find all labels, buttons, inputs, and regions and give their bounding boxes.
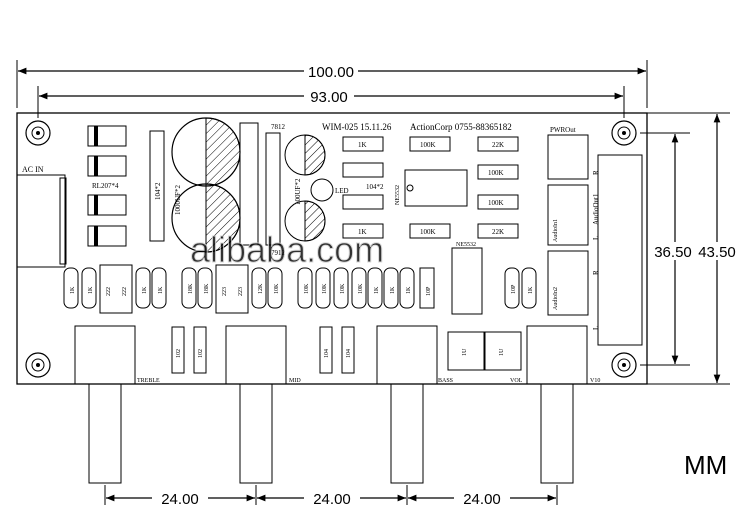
knob-spacing-1-label: 24.00	[161, 491, 199, 508]
ic-ne5532-bottom: NE5532	[451, 242, 483, 315]
svg-text:LED: LED	[335, 187, 349, 195]
svg-text:1K: 1K	[406, 286, 412, 294]
svg-text:1K: 1K	[358, 228, 367, 236]
svg-text:VOL: VOL	[510, 378, 523, 384]
svg-text:L: L	[592, 326, 600, 330]
dimension-knob-spacing: 24.00 24.00 24.00	[104, 485, 558, 508]
svg-text:NE5532: NE5532	[456, 242, 476, 248]
board-model: WIM-025 15.11.26	[322, 122, 392, 132]
knob-spacing-3-label: 24.00	[463, 491, 501, 508]
svg-text:100K: 100K	[488, 199, 504, 207]
svg-text:R: R	[592, 170, 600, 175]
ic-ne5532-top: NE5532	[395, 169, 468, 207]
svg-text:222: 222	[122, 287, 128, 296]
svg-text:1K: 1K	[88, 286, 94, 294]
dimension-height-total: 43.50	[640, 112, 739, 385]
mounting-hole-bottom-right	[611, 352, 637, 378]
svg-text:PWROut: PWROut	[550, 126, 576, 134]
mounting-hole-top-left	[25, 120, 51, 146]
svg-text:223: 223	[222, 287, 228, 296]
dimension-width-total: 100.00	[16, 60, 648, 108]
height-total-label: 43.50	[698, 244, 736, 261]
svg-text:10K: 10K	[304, 283, 310, 294]
unit-label: MM	[684, 450, 727, 480]
svg-text:104: 104	[324, 349, 330, 358]
potentiometer-mid: MID	[225, 325, 301, 484]
svg-text:AC IN: AC IN	[22, 165, 44, 174]
hole-spacing-x-label: 93.00	[310, 89, 348, 106]
svg-text:100K: 100K	[488, 169, 504, 177]
svg-text:R: R	[592, 270, 600, 275]
svg-text:10K: 10K	[322, 283, 328, 294]
potentiometer-treble: TREBLE	[74, 325, 160, 484]
hole-spacing-y-label: 36.50	[654, 244, 692, 261]
svg-text:1K: 1K	[158, 286, 164, 294]
svg-text:NE5532: NE5532	[395, 185, 401, 205]
svg-text:1K: 1K	[374, 286, 380, 294]
svg-text:AudioIn1: AudioIn1	[553, 219, 559, 242]
svg-text:1U: 1U	[462, 348, 468, 356]
svg-text:102: 102	[198, 349, 204, 358]
svg-text:AudioOut1: AudioOut1	[592, 193, 600, 225]
svg-text:BASS: BASS	[438, 378, 453, 384]
large-capacitors: 104*2 1000UF*2	[149, 117, 241, 253]
watermark-text: alibaba.com	[190, 229, 384, 270]
svg-text:7812: 7812	[271, 123, 286, 131]
svg-text:18K: 18K	[188, 283, 194, 294]
svg-text:1K: 1K	[390, 286, 396, 294]
potentiometer-vol: VOL V10	[510, 325, 600, 484]
svg-text:10K: 10K	[274, 283, 280, 294]
potentiometer-bass: BASS	[376, 325, 453, 484]
svg-text:10P: 10P	[426, 286, 432, 296]
svg-text:V10: V10	[590, 378, 600, 384]
svg-text:22K: 22K	[492, 141, 504, 149]
svg-text:100K: 100K	[420, 228, 436, 236]
dimension-hole-spacing-x: 93.00	[37, 86, 625, 118]
svg-text:AudioIn2: AudioIn2	[553, 287, 559, 310]
svg-text:223: 223	[238, 287, 244, 296]
svg-text:104: 104	[346, 349, 352, 358]
svg-text:1K: 1K	[528, 286, 534, 294]
svg-text:102: 102	[176, 349, 182, 358]
mounting-hole-bottom-left	[25, 352, 51, 378]
right-connectors: PWROut AudioIn1 AudioIn2 AudioOut1 R L R…	[547, 126, 643, 346]
svg-text:18K: 18K	[204, 283, 210, 294]
svg-text:1K: 1K	[70, 286, 76, 294]
svg-text:1K: 1K	[358, 141, 367, 149]
knob-spacing-2-label: 24.00	[313, 491, 351, 508]
svg-text:TREBLE: TREBLE	[137, 378, 160, 384]
width-total-label: 100.00	[308, 64, 354, 81]
mounting-hole-top-right	[611, 120, 637, 146]
board-company: ActionCorp 0755-88365182	[410, 122, 512, 132]
svg-text:10K: 10K	[358, 283, 364, 294]
svg-text:L: L	[592, 236, 600, 240]
svg-text:104*2: 104*2	[154, 182, 162, 200]
resistor-array-center: 1K 100K 22K 100K 104*2 100K 1K 100K 22K	[342, 136, 519, 239]
small-capacitors: 100UF*2 LED	[284, 134, 349, 242]
svg-text:1K: 1K	[142, 286, 148, 294]
ac-in-connector: AC IN	[16, 165, 67, 268]
svg-text:100K: 100K	[420, 141, 436, 149]
resistor-row: 1K 1K 222 222 1K 1K 18K 18K 223 223 12K …	[63, 264, 537, 314]
dimension-hole-spacing-y: 36.50	[640, 132, 694, 366]
svg-text:10P: 10P	[511, 284, 517, 294]
svg-text:10K: 10K	[340, 283, 346, 294]
svg-text:104*2: 104*2	[366, 183, 384, 191]
svg-text:22K: 22K	[492, 228, 504, 236]
relay-block: RL207*4	[87, 125, 127, 247]
svg-text:7912: 7912	[271, 249, 286, 257]
svg-text:1000UF*2: 1000UF*2	[174, 185, 182, 215]
regulators: 7812 7912	[239, 122, 286, 257]
caps-between-pots: 102 102 104 104 1U 1U	[171, 326, 522, 374]
svg-text:222: 222	[106, 287, 112, 296]
svg-text:1U: 1U	[499, 348, 505, 356]
svg-text:RL207*4: RL207*4	[92, 182, 119, 190]
svg-text:100UF*2: 100UF*2	[294, 178, 302, 205]
svg-text:MID: MID	[289, 378, 301, 384]
svg-text:12K: 12K	[258, 283, 264, 294]
